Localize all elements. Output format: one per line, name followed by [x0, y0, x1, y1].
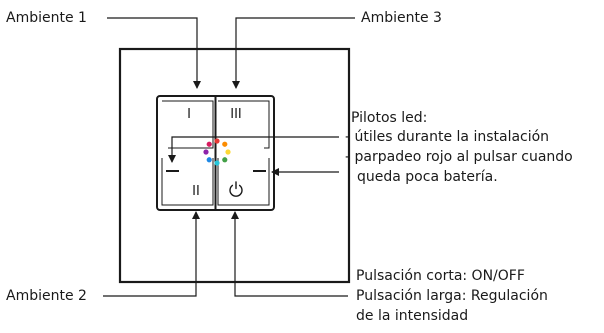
button-top-left-label[interactable]: I — [187, 107, 191, 122]
leader-ambiente-2 — [103, 211, 200, 297]
button-outline-top-left — [162, 100, 214, 149]
leader-pilotos-left — [168, 136, 339, 163]
label-pulsacion-line3: de la intensidad — [356, 308, 469, 324]
led-dot — [225, 149, 231, 155]
led-dot — [206, 141, 212, 147]
button-bottom-left-label[interactable]: II — [192, 184, 200, 199]
label-pilotos-line2: - parpadeo rojo al pulsar cuando — [345, 149, 573, 165]
led-dot — [203, 149, 209, 155]
leader-ambiente-3 — [232, 17, 355, 89]
label-ambiente-3: Ambiente 3 — [361, 10, 442, 26]
power-icon[interactable] — [229, 181, 243, 197]
button-top-right-label[interactable]: III — [230, 107, 242, 122]
leader-ambiente-1 — [107, 17, 201, 89]
led-dot — [214, 160, 220, 166]
label-pilotos-line3: queda poca batería. — [357, 169, 498, 185]
label-pulsacion-line1: Pulsación corta: ON/OFF — [356, 268, 525, 284]
led-ring — [203, 138, 231, 166]
label-pilotos-title: Pilotos led: — [351, 110, 428, 126]
led-dot — [222, 141, 228, 147]
led-dot — [222, 157, 228, 163]
button-outline-top-right — [218, 100, 270, 149]
label-ambiente-1: Ambiente 1 — [6, 10, 87, 26]
led-dot — [214, 138, 220, 144]
button-outline-bottom-left — [161, 158, 214, 206]
label-ambiente-2: Ambiente 2 — [6, 288, 87, 304]
leader-pulsacion — [231, 211, 348, 297]
label-pulsacion-line2: Pulsación larga: Regulación — [356, 288, 548, 304]
led-dot — [206, 157, 212, 163]
button-outline-bottom-right — [217, 158, 270, 206]
label-pilotos-line1: - útiles durante la instalación — [345, 129, 550, 145]
